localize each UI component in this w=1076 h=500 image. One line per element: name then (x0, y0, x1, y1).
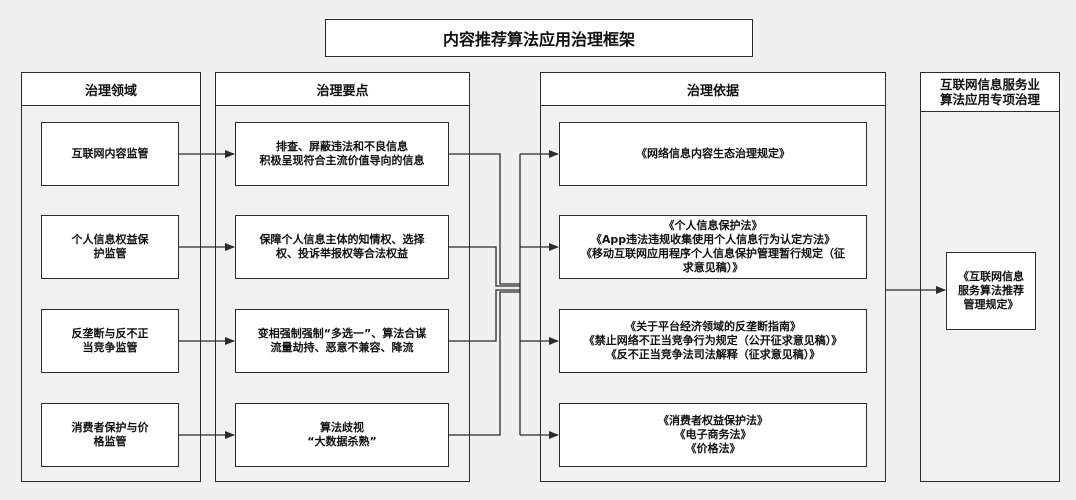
point-node-line: 变相强制强制“多选一”、算法合谋 (257, 327, 427, 340)
basis-node-antitrust: 《关于平台经济领域的反垄断指南》 《禁止网络不正当竞争行为规定（公开征求意见稿）… (559, 309, 867, 373)
basis-node-line: 《价格法》 (685, 442, 741, 455)
column-header-special-line-2: 算法应用专项治理 (939, 92, 1040, 107)
point-node-personal-info: 保障个人信息主体的知情权、选择 权、投诉举报权等合法权益 (235, 215, 449, 279)
special-rule-node: 《互联网信息 服务算法推荐 管理规定》 (946, 252, 1036, 330)
connector-point-consumer (449, 291, 520, 436)
domain-node-consumer: 消费者保护与价 格监管 (41, 403, 179, 467)
connector-point-antitrust (449, 289, 520, 342)
domain-node-line: 互联网内容监管 (71, 147, 149, 160)
domain-node-line: 格监管 (93, 435, 127, 448)
basis-node-consumer: 《消费者权益保护法》 《电子商务法》 《价格法》 (559, 403, 867, 467)
page-title: 内容推荐算法应用治理框架 (325, 19, 753, 57)
point-node-consumer: 算法歧视 “大数据杀熟” (235, 403, 449, 467)
point-node-line: “大数据杀熟” (307, 435, 377, 448)
column-header-domain: 治理领域 (22, 73, 200, 106)
domain-node-line: 反垄断与反不正 (71, 327, 149, 340)
domain-node-line: 当竞争监管 (82, 341, 138, 354)
domain-node-line: 护监管 (93, 247, 127, 260)
point-node-line: 保障个人信息主体的知情权、选择 (259, 233, 425, 246)
point-node-line: 排查、屏蔽违法和不良信息 (276, 140, 408, 153)
column-header-points: 治理要点 (216, 73, 469, 106)
basis-node-line: 《App违法违规收集使用个人信息行为认定方法》 (590, 233, 836, 246)
point-node-line: 权、投诉举报权等合法权益 (276, 247, 408, 260)
domain-node-antitrust: 反垄断与反不正 当竞争监管 (41, 309, 179, 373)
special-rule-line: 《互联网信息 (958, 270, 1024, 283)
basis-node-line: 《禁止网络不正当竞争行为规定（公开征求意见稿）》 (583, 334, 843, 347)
point-node-line: 流量劫持、恶意不兼容、降流 (270, 341, 414, 354)
column-header-special: 互联网信息服务业 算法应用专项治理 (921, 73, 1059, 112)
point-node-line: 积极呈现符合主流价值导向的信息 (259, 154, 425, 167)
domain-node-line: 个人信息权益保 (71, 233, 149, 246)
special-rule-line: 管理规定》 (963, 298, 1019, 311)
basis-node-line: 《反不正当竞争法司法解释（征求意见稿）》 (605, 348, 821, 361)
special-rule-line: 服务算法推荐 (958, 284, 1024, 297)
basis-node-line: 《电子商务法》 (674, 428, 752, 441)
connector-point-content (449, 153, 520, 285)
column-header-special-line-1: 互联网信息服务业 (939, 77, 1040, 92)
basis-node-line: 《个人信息保护法》 (663, 219, 763, 232)
domain-node-personal-info: 个人信息权益保 护监管 (41, 215, 179, 279)
page-title-text: 内容推荐算法应用治理框架 (442, 30, 635, 49)
basis-node-line: 《消费者权益保护法》 (658, 414, 768, 427)
domain-node-line: 消费者保护与价 (71, 421, 149, 434)
column-header-basis: 治理依据 (541, 73, 885, 106)
basis-node-line: 《关于平台经济领域的反垄断指南》 (625, 320, 801, 333)
basis-node-line: 《移动互联网应用程序个人信息保护管理暂行规定（征 (581, 247, 845, 260)
basis-node-line: 《网络信息内容生态治理规定》 (636, 147, 790, 160)
basis-node-line: 求意见稿）》 (682, 261, 744, 274)
point-node-line: 算法歧视 (320, 421, 364, 434)
point-node-content: 排查、屏蔽违法和不良信息 积极呈现符合主流价值导向的信息 (235, 122, 449, 186)
domain-node-content: 互联网内容监管 (41, 122, 179, 186)
basis-node-content: 《网络信息内容生态治理规定》 (559, 122, 867, 186)
basis-node-personal-info: 《个人信息保护法》 《App违法违规收集使用个人信息行为认定方法》 《移动互联网… (559, 215, 867, 279)
connector-point-personal-info (449, 246, 520, 287)
point-node-antitrust: 变相强制强制“多选一”、算法合谋 流量劫持、恶意不兼容、降流 (235, 309, 449, 373)
